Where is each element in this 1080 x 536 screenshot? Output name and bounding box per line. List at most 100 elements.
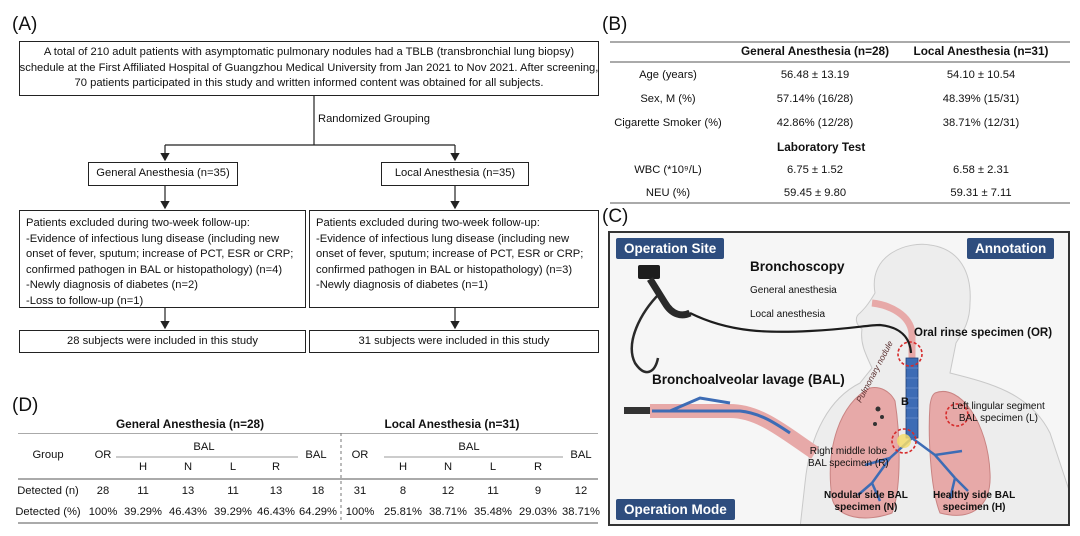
detection-col-bal-total: BAL	[305, 449, 327, 461]
baseline-cell: 54.10 ± 10.54	[946, 69, 1016, 81]
baseline-header-ga: General Anesthesia (n=28)	[740, 44, 890, 58]
detection-row-label: Detected (%)	[15, 506, 81, 518]
baseline-cell: 57.14% (16/28)	[776, 93, 854, 105]
intro-line-2: schedule at the First Affiliated Hospita…	[19, 61, 599, 74]
la-included-box: 31 subjects were included in this study	[309, 330, 599, 353]
panel-label-a: (A)	[12, 14, 38, 35]
detection-cell: 31	[353, 485, 367, 497]
oral-rinse-label: Oral rinse specimen (OR)	[914, 327, 1053, 339]
right-lung	[829, 387, 900, 519]
flowchart-connectors	[160, 96, 460, 330]
bronchoscope-body	[647, 277, 692, 319]
detection-cell: 38.71%	[562, 506, 600, 518]
ga-excluded-box: Patients excluded during two-week follow…	[19, 210, 306, 308]
detection-cell: 100%	[88, 506, 118, 518]
la-group-label: Local Anesthesia (n=35)	[394, 167, 516, 180]
nodule	[880, 415, 884, 419]
nodule	[873, 422, 877, 426]
nodule	[875, 406, 881, 412]
detection-col-or: OR	[94, 449, 112, 461]
ga-excluded-line: confirmed pathogen in BAL or histopathol…	[26, 263, 283, 276]
la-excluded-line: -Newly diagnosis of diabetes (n=1)	[316, 279, 488, 291]
detection-cell: 100%	[345, 506, 375, 518]
bronchoscope-handle	[638, 265, 660, 279]
la-excluded-box: Patients excluded during two-week follow…	[309, 210, 599, 308]
la-excluded-line: confirmed pathogen in BAL or histopathol…	[316, 263, 573, 276]
left-lung	[928, 391, 991, 516]
baseline-header-la: Local Anesthesia (n=31)	[913, 44, 1049, 58]
panel-label-b: (B)	[602, 14, 628, 35]
detection-cell: 12	[441, 485, 455, 497]
baseline-row-label: Cigarette Smoker (%)	[614, 117, 722, 129]
detection-row-label: Detected (n)	[17, 485, 79, 497]
b-marker: B	[901, 396, 909, 408]
baseline-cell: 48.39% (15/31)	[942, 93, 1020, 105]
la-group-box: Local Anesthesia (n=35)	[381, 162, 529, 186]
baseline-row-label: NEU (%)	[645, 187, 691, 199]
la-excluded-line: onset of fever, sputum; increase of PCT,…	[316, 248, 584, 260]
detection-sub-col: R	[271, 461, 281, 473]
ga-included-box: 28 subjects were included in this study	[19, 330, 306, 353]
baseline-cell: 42.86% (12/28)	[776, 117, 854, 129]
detection-cell: 11	[227, 485, 239, 497]
left-lingular-label: Left lingular segment BAL specimen (L)	[952, 401, 1045, 424]
illustration-artwork	[624, 243, 1068, 524]
operation-site-tag: Operation Site	[616, 238, 725, 259]
local-anesthesia-label: Local anesthesia	[750, 309, 826, 320]
detection-cell: 38.71%	[429, 506, 467, 518]
bronchial-tree	[857, 436, 969, 502]
bronchoscope-tube	[689, 312, 913, 354]
ga-excluded-line: -Newly diagnosis of diabetes (n=2)	[26, 279, 198, 291]
operation-mode-tag: Operation Mode	[616, 499, 735, 520]
detection-col-bal: BAL	[193, 441, 215, 453]
la-included-label: 31 subjects were included in this study	[358, 334, 550, 347]
detection-sub-col: R	[533, 461, 543, 473]
baseline-row-label: Age (years)	[639, 69, 697, 81]
detection-cell: 25.81%	[384, 506, 422, 518]
illustration-panel: Operation Site Annotation Operation Mode…	[608, 231, 1070, 526]
detection-sub-col: N	[183, 461, 193, 473]
bronchoscopy-label: Bronchoscopy	[750, 259, 845, 274]
detection-cell: 46.43%	[169, 506, 207, 518]
baseline-cell: 6.58 ± 2.31	[953, 164, 1009, 176]
detection-col-bal: BAL	[458, 441, 480, 453]
nodular-side-label: Nodular side BAL specimen (N)	[824, 490, 908, 513]
ga-group-label: General Anesthesia (n=35)	[96, 167, 230, 180]
healthy-side-label: Healthy side BAL specimen (H)	[933, 490, 1016, 513]
detection-sub-col: H	[398, 461, 408, 473]
panel-label-d: (D)	[12, 395, 39, 416]
detection-ga-title: General Anesthesia (n=28)	[115, 417, 265, 431]
baseline-cell: 56.48 ± 13.19	[780, 69, 850, 81]
detection-cell: 11	[487, 485, 499, 497]
lavage-branch	[669, 396, 731, 413]
annotation-tag: Annotation	[967, 238, 1055, 259]
detection-col-bal-total: BAL	[570, 449, 592, 461]
airway-path	[871, 299, 916, 363]
intro-line-3: 70 patients participated in this study a…	[74, 77, 544, 90]
randomized-grouping-label: Randomized Grouping	[318, 113, 430, 125]
ga-excluded-line: -Loss to follow-up (n=1)	[26, 294, 144, 307]
baseline-cell: 38.71% (12/31)	[942, 117, 1020, 129]
detection-sub-col: N	[443, 461, 453, 473]
intro-line-1: A total of 210 adult patients with asymp…	[43, 46, 575, 59]
ga-group-box: General Anesthesia (n=35)	[88, 162, 238, 186]
detection-sub-col: H	[138, 461, 148, 473]
intro-box: A total of 210 adult patients with asymp…	[19, 41, 599, 96]
baseline-cell: 59.31 ± 7.11	[950, 187, 1012, 199]
ga-excluded-line: onset of fever, sputum; increase of PCT,…	[26, 248, 294, 260]
detection-cell: 13	[181, 485, 195, 497]
detection-cell: 29.03%	[519, 506, 557, 518]
general-anesthesia-label: General anesthesia	[750, 285, 837, 296]
detection-la-title: Local Anesthesia (n=31)	[384, 417, 520, 431]
detection-cell: 18	[311, 485, 325, 497]
detection-cell: 8	[399, 485, 407, 497]
baseline-table-rules	[610, 41, 1070, 204]
panel-label-c: (C)	[602, 206, 629, 227]
detection-cell: 35.48%	[474, 506, 512, 518]
detection-cell: 12	[574, 485, 588, 497]
detection-table-rules	[18, 433, 598, 524]
baseline-cell: 6.75 ± 1.52	[787, 164, 843, 176]
la-excluded-line: -Evidence of infectious lung disease (in…	[316, 232, 570, 245]
bronchoscope-cord	[630, 292, 661, 374]
detection-cell: 11	[137, 485, 149, 497]
